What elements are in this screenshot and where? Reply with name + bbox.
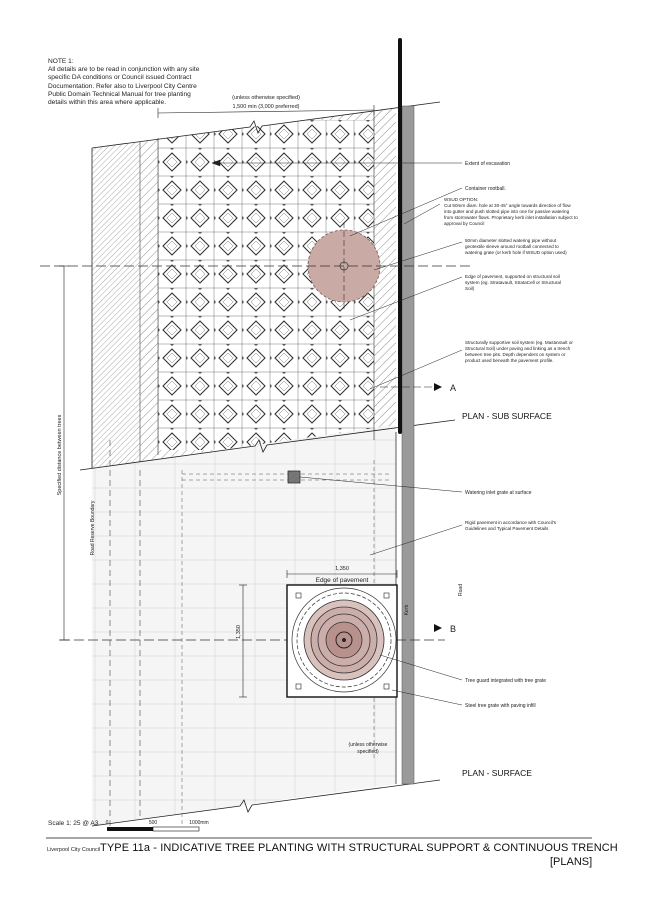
scale-text: Scale 1: 25 @ A3 xyxy=(48,820,99,827)
callout-excavation: Extent of excavation xyxy=(465,161,510,167)
drawing-subtitle: [PLANS] xyxy=(550,856,593,868)
dim-width-top: 1,500 min (3,000 preferred) xyxy=(233,104,300,110)
callout-pipe: 50mm diameter slotted watering pipe with… xyxy=(465,238,567,255)
note-body: All details are to be read in conjunctio… xyxy=(48,66,200,107)
callout-steel: Steel tree grate with paving infill xyxy=(465,703,536,709)
callout-rigid: Rigid pavement in accordance with Counci… xyxy=(465,520,557,531)
callout-wsud: WSUD OPTION: Cut 50mm diam. hole at 30-4… xyxy=(444,197,579,226)
scale-bar: 0 500 1000mm xyxy=(106,820,209,832)
dim-unless-bottom-2: specified) xyxy=(357,749,379,755)
tree-grate xyxy=(286,584,398,698)
callout-guard: Tree guard integrated with tree grate xyxy=(465,678,546,684)
plan-sub-surface-label: PLAN - SUB SURFACE xyxy=(462,411,552,421)
plan-surface-label: PLAN - SURFACE xyxy=(462,768,532,778)
callout-inlet: Watering inlet grate at surface xyxy=(465,490,532,496)
note-block: NOTE 1: All details are to be read in co… xyxy=(48,58,208,107)
callout-container: Container rootball. xyxy=(465,186,506,192)
kerb-label: Kerb xyxy=(404,605,410,616)
dim-unless-top: (unless otherwise specified) xyxy=(232,95,300,101)
council-name: Liverpool City Council xyxy=(47,847,101,853)
kerb-strip xyxy=(401,105,415,785)
scale-tick-1000: 1000mm xyxy=(189,820,208,826)
callout-texts: Extent of excavation Container rootball.… xyxy=(444,161,579,709)
section-b-marker: B xyxy=(450,624,456,634)
scale-tick-500: 500 xyxy=(149,820,158,826)
dim-grate-width: 1,350 xyxy=(335,566,349,572)
leader-lines xyxy=(211,159,463,706)
callout-structural: Structurally supportive soil system (eg.… xyxy=(465,340,574,363)
road-reserve-label: Road Reserve Boundary xyxy=(90,500,96,555)
note-heading: NOTE 1: xyxy=(48,58,74,65)
dim-grate-height: 1,350 xyxy=(236,625,242,639)
dim-unless-bottom-1: (unless otherwise xyxy=(349,742,388,748)
scale-tick-0: 0 xyxy=(106,820,109,826)
callout-edge: Edge of pavement, supported on structura… xyxy=(465,274,562,291)
section-a-marker: A xyxy=(450,383,456,393)
drawing-title: TYPE 11a - INDICATIVE TREE PLANTING WITH… xyxy=(100,842,618,854)
edge-of-pavement-label: Edge of pavement xyxy=(316,577,369,584)
dim-tree-spacing: Specified distance between trees xyxy=(57,414,63,495)
road-label: Road xyxy=(458,584,464,596)
